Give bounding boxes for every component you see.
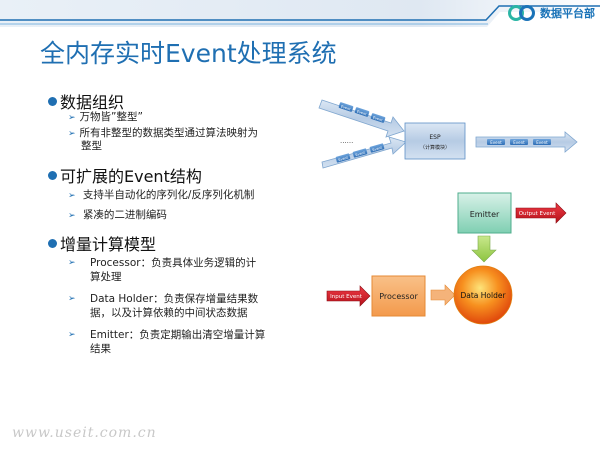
svg-text:Event: Event — [513, 140, 525, 145]
arrow-bullet-icon: ➢ — [68, 294, 76, 304]
ellipsis-label: ...... — [340, 137, 353, 145]
output-event-label: Output Event — [519, 211, 556, 217]
bullet-dot-icon — [48, 96, 57, 106]
emitter-label: Emitter — [470, 210, 500, 219]
emitter-box: Emitter — [457, 192, 512, 234]
svg-text:Event: Event — [340, 104, 351, 111]
event-output-arrow: Event Event Event — [475, 131, 578, 153]
section-heading-incremental-model: 增量计算模型 — [48, 231, 156, 255]
processor-box: Processor — [371, 275, 426, 317]
bullet-dot-icon — [48, 238, 57, 248]
processor-label: Processor — [379, 292, 418, 301]
sub-item-continuation: 整型 — [81, 140, 102, 152]
watermark: www.useit.com.cn — [12, 425, 157, 441]
event-chip: Event — [533, 139, 551, 145]
data-holder-label: Data Holder — [460, 291, 506, 300]
arrow-bullet-icon: ➢ — [68, 113, 76, 123]
heading-text: 数据组织 — [60, 93, 125, 112]
sub-item-data-holder: ➢ Data Holder：负责保存增量结果数 据，以及计算依赖的中间状态数据 — [68, 293, 259, 319]
sub-item: ➢万物皆”整型” — [68, 111, 143, 123]
section-heading-extensible-event: 可扩展的Event结构 — [48, 163, 202, 187]
logo-icon — [508, 5, 535, 21]
svg-text:Event: Event — [372, 115, 383, 122]
event-chip: Event — [487, 139, 505, 145]
input-event-label: Input Event — [330, 294, 363, 300]
sub-item: ➢ 支持半自动化的序列化/反序列化机制 — [68, 189, 255, 201]
arrow-bullet-icon: ➢ — [68, 191, 76, 201]
event-stream-arrow-upper: Event Event Event — [318, 99, 405, 138]
logo-text: 数据平台部 — [540, 7, 595, 20]
bullet-dot-icon — [48, 170, 57, 180]
data-holder-circle: Data Holder — [453, 265, 513, 325]
svg-text:Event: Event — [536, 140, 548, 145]
svg-text:Event: Event — [372, 145, 383, 152]
svg-text:Event: Event — [338, 155, 349, 162]
arrow-bullet-icon: ➢ — [68, 330, 76, 340]
event-chip: Event — [369, 143, 385, 153]
svg-text:Event: Event — [355, 150, 366, 157]
svg-text:Event: Event — [490, 140, 502, 145]
brand-logo: 数据平台部 — [507, 2, 599, 24]
esp-title: ESP — [429, 134, 441, 141]
input-event-arrow: Input Event — [326, 285, 371, 307]
event-chip: Event — [338, 102, 354, 112]
event-chip: Event — [354, 107, 370, 117]
sub-item: ➢所有非整型的数据类型通过算法映射为 — [68, 127, 259, 139]
event-chip: Event — [510, 139, 528, 145]
event-chip: Event — [335, 153, 351, 163]
processor-to-holder-arrow — [430, 284, 456, 306]
svg-text:Event: Event — [356, 109, 367, 116]
section-heading-data-organization: 数据组织 — [48, 89, 124, 113]
heading-text: 可扩展的Event结构 — [60, 167, 202, 186]
esp-subtitle: （计算模块） — [420, 144, 450, 151]
event-stream-arrow-lower: Event Event Event — [321, 136, 407, 169]
esp-box: ESP （计算模块） — [404, 122, 466, 160]
sub-item-emitter: ➢ Emitter：负责定期输出清空增量计算 结果 — [68, 329, 266, 355]
event-chip: Event — [352, 148, 368, 158]
event-chip: Event — [370, 113, 386, 123]
sub-item: ➢ 紧凑的二进制编码 — [68, 209, 167, 221]
arrow-bullet-icon: ➢ — [68, 129, 76, 139]
heading-text: 增量计算模型 — [60, 235, 157, 254]
arrow-bullet-icon: ➢ — [68, 211, 76, 221]
sub-item-processor: ➢ Processor：负责具体业务逻辑的计 算处理 — [68, 257, 257, 283]
top-banner — [0, 0, 600, 27]
arrow-bullet-icon: ➢ — [68, 258, 76, 268]
emitter-to-holder-arrow — [471, 235, 497, 263]
slide-title: 全内存实时Event处理系统 — [40, 39, 337, 68]
output-event-arrow: Output Event — [515, 202, 567, 224]
